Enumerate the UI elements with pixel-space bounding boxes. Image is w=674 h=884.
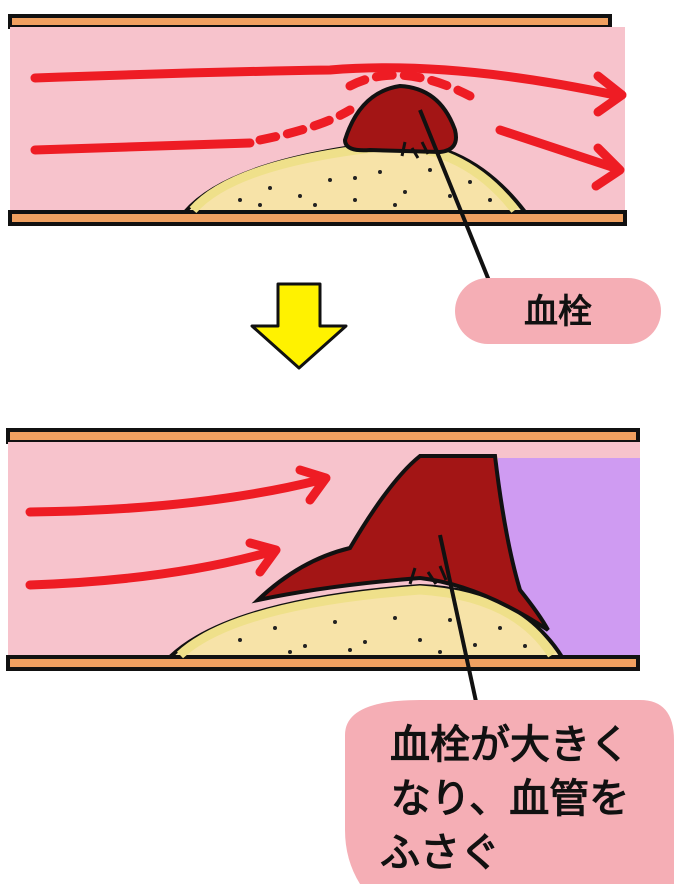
top-callout-text: 血栓 — [524, 292, 592, 332]
bottom-callout-line3: ふさぐ — [380, 830, 500, 876]
top-vessel-upper-wall — [10, 16, 610, 27]
bottom-callout-line1: 血栓が大きく — [390, 722, 630, 768]
bottom-vessel-upper-wall — [8, 430, 638, 442]
down-arrow — [252, 284, 346, 368]
bottom-vessel-diagram: 血栓が大きく なり、血管を ふさぐ — [0, 380, 674, 884]
bottom-callout-line2: なり、血管を — [391, 776, 629, 822]
top-vessel-diagram: 血栓 — [0, 0, 674, 380]
